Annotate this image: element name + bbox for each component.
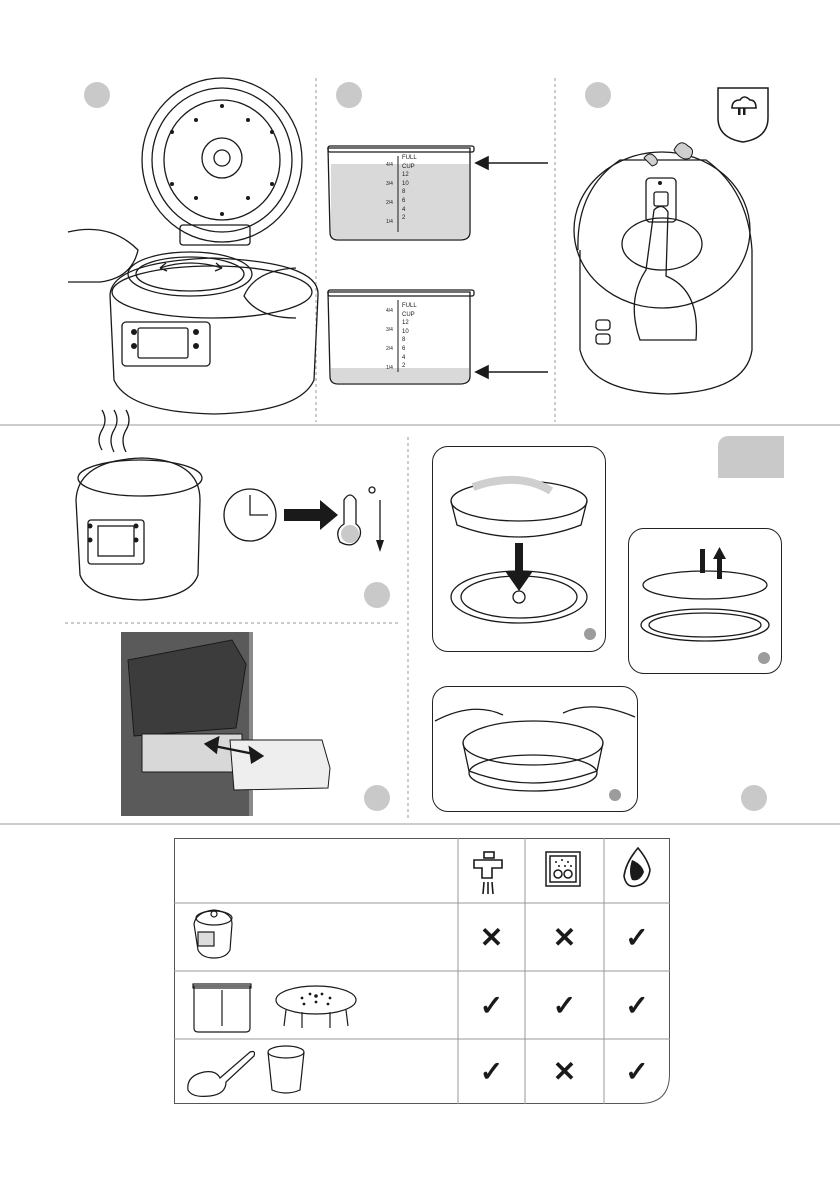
card-marker-c — [609, 789, 621, 801]
cleaning-care-table: ✕ ✕ ✓ ✓ ✓ ✓ ✓ ✕ ✓ — [174, 838, 670, 1104]
cell-spoon-dishwasher: ✕ — [525, 1039, 604, 1104]
basket-lift-card — [432, 686, 638, 812]
card-marker-a — [584, 628, 596, 640]
cell-pot-sponge: ✓ — [604, 971, 670, 1039]
basket-lift-illustration — [433, 687, 637, 811]
card-marker-b — [758, 652, 770, 664]
cell-spoon-tap: ✓ — [458, 1039, 525, 1104]
lid-disassembly-card — [432, 446, 606, 652]
cell-cooker-tap: ✕ — [458, 903, 525, 971]
valve-removal-card — [628, 528, 782, 674]
cell-pot-tap: ✓ — [458, 971, 525, 1039]
lid-disassembly-illustration — [433, 447, 605, 651]
valve-removal-illustration — [629, 529, 781, 673]
cell-pot-dishwasher: ✓ — [525, 971, 604, 1039]
cell-spoon-sponge: ✓ — [604, 1039, 670, 1104]
cell-cooker-dishwasher: ✕ — [525, 903, 604, 971]
cell-cooker-sponge: ✓ — [604, 903, 670, 971]
